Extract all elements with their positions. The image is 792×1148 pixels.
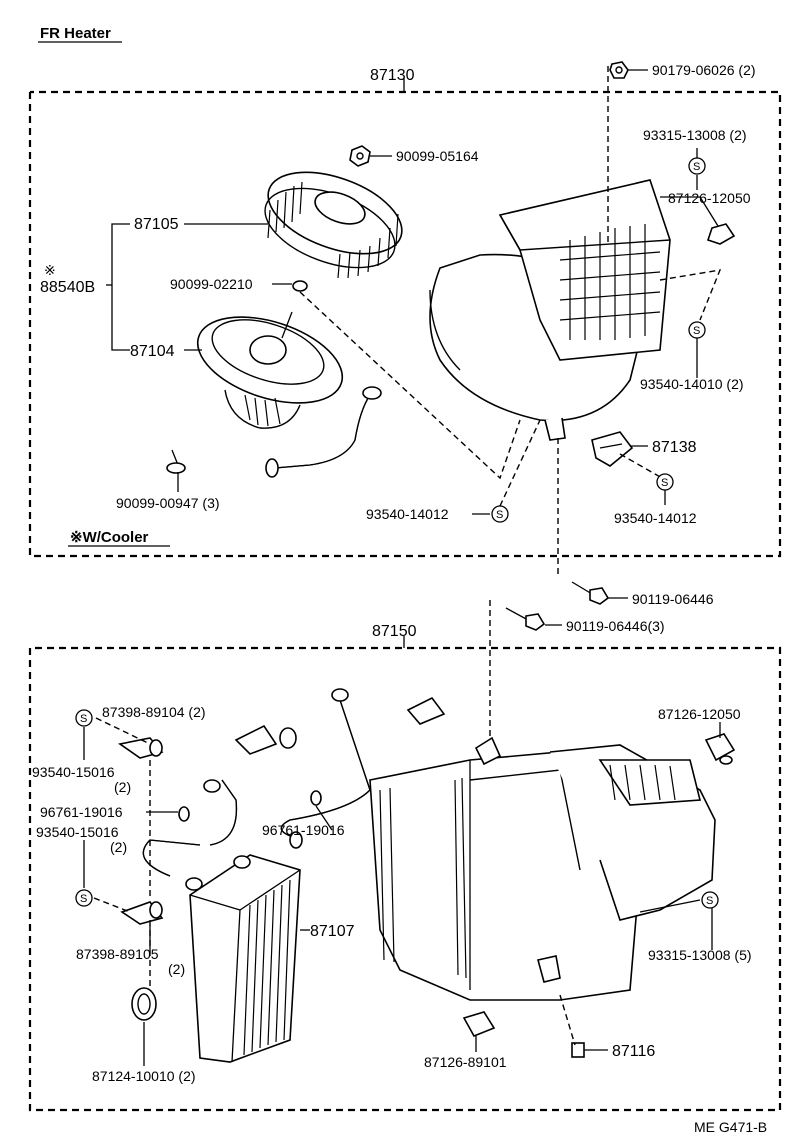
assembly-87150-label: 87150 (372, 623, 417, 640)
o-ring-a-part (178, 806, 190, 822)
heater-core-part (185, 854, 301, 1063)
screw-90099-00947-part (166, 449, 186, 474)
nut-90099-05164-part (349, 145, 371, 167)
label-93540-15016-b: 93540-15016 (36, 824, 119, 840)
label-87126-12050-top: 87126-12050 (668, 190, 751, 206)
label-93540-15016-a-qty: (2) (114, 779, 131, 795)
o-ring-b-part (310, 790, 322, 806)
blower-housing-part (429, 179, 671, 441)
label-87105: 87105 (134, 216, 179, 233)
label-87398-89104: 87398-89104 (2) (102, 704, 206, 720)
label-93315-13008-bottom: 93315-13008 (5) (648, 947, 752, 963)
label-88540b: 88540B (40, 279, 95, 296)
top-group-box: 87130 (28, 67, 782, 558)
label-93540-14012-b: 93540-14012 (614, 510, 697, 526)
top-leader-lines (106, 66, 722, 578)
label-87138: 87138 (652, 439, 697, 456)
svg-text:S: S (693, 161, 700, 173)
s-mark-93315-bottom: S (701, 891, 719, 909)
heater-unit-housing-part (369, 736, 716, 1001)
label-87104: 87104 (130, 343, 175, 360)
nut-90179-part (609, 61, 629, 79)
clamp-87398-89104-part (118, 737, 164, 759)
label-87398-89105: 87398-89105 (76, 946, 159, 962)
bolt-90119-b-part (505, 607, 562, 631)
label-96761-19016-a: 96761-19016 (40, 804, 123, 820)
svg-text:S: S (496, 509, 503, 521)
label-93540-14010: 93540-14010 (2) (640, 376, 744, 392)
svg-text:S: S (693, 325, 700, 337)
svg-text:S: S (80, 893, 87, 905)
blower-motor-part (196, 311, 344, 429)
svg-text:S: S (661, 477, 668, 489)
clamp-87398-89105-part (120, 901, 164, 925)
label-88540b-mark: ※ (44, 262, 56, 278)
label-93540-15016-b-qty: (2) (110, 839, 127, 855)
label-90099-00947: 90099-00947 (3) (116, 495, 220, 511)
clip-87126-12050-bottom-part (704, 733, 736, 765)
diagram-title: FR Heater (40, 25, 111, 42)
s-mark-93540-14012-b: S (656, 473, 674, 491)
svg-text:S: S (706, 895, 713, 907)
svg-text:S: S (80, 713, 87, 725)
bottom-leader-lines (83, 717, 721, 1066)
label-87124-10010: 87124-10010 (2) (92, 1068, 196, 1084)
s-mark-93315-top: S (688, 157, 706, 175)
label-93540-15016-a: 93540-15016 (32, 764, 115, 780)
grommet-87116-part (571, 1042, 585, 1058)
washer-part (292, 280, 308, 292)
heater-pipe-b-part (280, 688, 371, 849)
s-mark-93540-15016-a: S (75, 709, 93, 727)
duct-hose-part (265, 386, 382, 478)
clamp-center-parts (234, 696, 446, 755)
label-93315-13008-top: 93315-13008 (2) (643, 127, 747, 143)
s-mark-93540-14012-a: S (491, 505, 509, 523)
clip-87124-10010-part (131, 987, 157, 1021)
heater-pipe-a-part (142, 779, 238, 877)
note-w-cooler: ※W/Cooler (70, 529, 149, 546)
label-96761-19016-b: 96761-19016 (262, 822, 345, 838)
blower-fan-part (264, 171, 403, 279)
label-90099-05164: 90099-05164 (396, 148, 479, 164)
s-mark-93540-15016-b: S (75, 889, 93, 907)
diagram-code: ME G471-B (694, 1119, 767, 1135)
label-87126-12050-bottom: 87126-12050 (658, 706, 741, 722)
label-93540-14012-a: 93540-14012 (366, 506, 449, 522)
s-mark-93540-14010: S (688, 321, 706, 339)
label-90119-06446-a: 90119-06446 (632, 591, 714, 607)
clip-87126-89101-part (462, 1011, 496, 1038)
resistor-87138-part (591, 431, 634, 467)
clip-87126-12050-top-part (706, 223, 736, 245)
label-87126-89101: 87126-89101 (424, 1054, 507, 1070)
label-87116: 87116 (612, 1043, 655, 1060)
label-87398-89105-qty: (2) (168, 961, 185, 977)
label-90119-06446-b: 90119-06446(3) (566, 618, 665, 634)
assembly-87130-label: 87130 (370, 67, 415, 84)
label-90179-06026: 90179-06026 (2) (652, 62, 756, 78)
bolt-90119-a-part (571, 581, 628, 605)
label-87107: 87107 (310, 923, 355, 940)
label-90099-02210: 90099-02210 (170, 276, 253, 292)
